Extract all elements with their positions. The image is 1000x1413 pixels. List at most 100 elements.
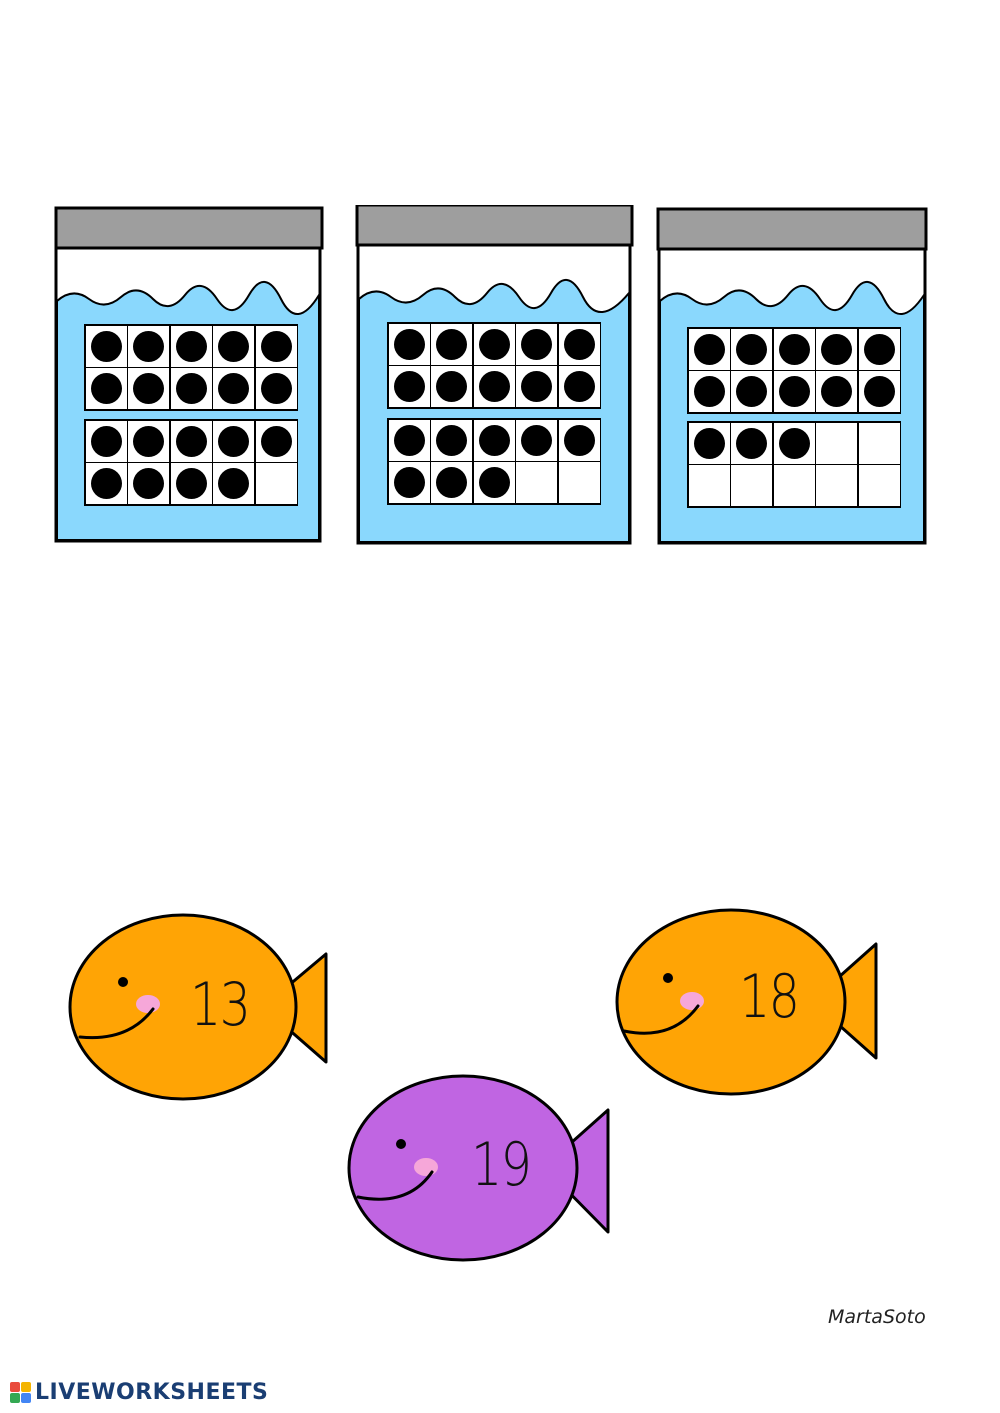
- counter-dot: [175, 330, 207, 362]
- brand-name: LIVEWORKSHEETS: [35, 1380, 269, 1405]
- ten-frame-cell: [731, 465, 772, 506]
- ten-frame-top: [387, 322, 601, 409]
- ten-frame-cell: [213, 368, 254, 409]
- ten-frames: [355, 205, 627, 545]
- counter-dot: [260, 425, 292, 457]
- counter-dot: [393, 467, 425, 498]
- counter-dot: [736, 376, 767, 407]
- ten-frame-cell: [816, 371, 857, 412]
- counter-dot: [218, 425, 249, 457]
- ten-frame-cell: [773, 422, 815, 464]
- ten-frame-cell: [128, 420, 169, 462]
- ten-frame-cell: [388, 366, 430, 407]
- ten-frames: [656, 205, 928, 545]
- fish-icon: [615, 908, 878, 1096]
- ten-frame-cell: [558, 462, 600, 503]
- ten-frame-cell: [85, 368, 127, 409]
- ten-frame-cell: [731, 371, 772, 412]
- counter-dot: [133, 468, 164, 499]
- ten-frame-cell: [816, 465, 857, 506]
- brand-footer[interactable]: LIVEWORKSHEETS: [10, 1380, 268, 1405]
- fish-card-19[interactable]: 19: [346, 1072, 612, 1262]
- counter-dot: [478, 424, 510, 456]
- counter-dot: [778, 376, 810, 407]
- ten-frame-cell: [431, 323, 472, 365]
- ten-frame-cell: [170, 325, 212, 367]
- logo-square: [10, 1382, 20, 1392]
- counter-dot: [218, 373, 249, 404]
- ten-frame-cell: [688, 422, 730, 464]
- counter-dot: [260, 330, 292, 362]
- counter-dot: [90, 330, 122, 362]
- counter-dot: [693, 427, 725, 459]
- counter-dot: [521, 328, 552, 360]
- counter-dot: [778, 333, 810, 365]
- counter-dot: [693, 376, 725, 407]
- liveworksheets-logo-icon: [10, 1382, 31, 1403]
- counter-dot: [436, 467, 467, 498]
- fish-number: 18: [739, 962, 800, 1032]
- counter-dot: [90, 425, 122, 457]
- counter-dot: [90, 468, 122, 499]
- counter-dot: [521, 424, 552, 456]
- counter-dot: [260, 373, 292, 404]
- ten-frames: [53, 205, 325, 545]
- counter-dot: [436, 328, 467, 360]
- counter-dot: [218, 468, 249, 499]
- ten-frame-cell: [255, 368, 297, 409]
- ten-frame-cell: [255, 420, 297, 462]
- ten-frame-cell: [473, 462, 515, 503]
- ten-frame-cell: [558, 323, 600, 365]
- ten-frame-cell: [816, 422, 857, 464]
- counter-dot: [133, 425, 164, 457]
- ten-frame-cell: [773, 328, 815, 370]
- fish-tank-2: [355, 205, 634, 545]
- fish-tank-3: [656, 205, 928, 545]
- ten-frame-cell: [388, 419, 430, 461]
- ten-frame-cell: [688, 371, 730, 412]
- ten-frame-cell: [558, 419, 600, 461]
- ten-frame-cell: [731, 328, 772, 370]
- ten-frame-cell: [255, 463, 297, 504]
- counter-dot: [821, 376, 852, 407]
- ten-frame-cell: [858, 465, 900, 506]
- ten-frame-cell: [516, 462, 557, 503]
- fish-icon: [347, 1074, 610, 1262]
- ten-frame-cell: [170, 463, 212, 504]
- ten-frame-cell: [473, 323, 515, 365]
- ten-frame-cell: [213, 420, 254, 462]
- counter-dot: [563, 424, 595, 456]
- ten-frame-cell: [773, 371, 815, 412]
- ten-frame-cell: [170, 420, 212, 462]
- counter-dot: [778, 427, 810, 459]
- ten-frame-cell: [516, 419, 557, 461]
- counter-dot: [393, 371, 425, 402]
- ten-frame-cell: [688, 328, 730, 370]
- ten-frame-top: [84, 324, 298, 411]
- ten-frame-cell: [773, 465, 815, 506]
- ten-frame-cell: [473, 366, 515, 407]
- counter-dot: [563, 371, 595, 402]
- counter-dot: [175, 373, 207, 404]
- ten-frame-cell: [255, 325, 297, 367]
- counter-dot: [563, 328, 595, 360]
- author-credit: MartaSoto: [828, 1306, 926, 1328]
- logo-square: [21, 1393, 31, 1403]
- counter-dot: [736, 333, 767, 365]
- counter-dot: [133, 373, 164, 404]
- counter-dot: [393, 328, 425, 360]
- counter-dot: [521, 371, 552, 402]
- counter-dot: [478, 328, 510, 360]
- ten-frame-cell: [473, 419, 515, 461]
- fish-card-18[interactable]: 18: [614, 906, 880, 1096]
- counter-dot: [436, 424, 467, 456]
- ten-frame-cell: [388, 323, 430, 365]
- fish-tank-1: [53, 205, 325, 545]
- ten-frame-cell: [431, 419, 472, 461]
- ten-frame-cell: [688, 465, 730, 506]
- fish-card-13[interactable]: 13: [68, 912, 330, 1102]
- ten-frame-cell: [858, 422, 900, 464]
- fish-icon: [68, 913, 328, 1101]
- ten-frame-cell: [213, 463, 254, 504]
- fish-number: 19: [471, 1130, 532, 1200]
